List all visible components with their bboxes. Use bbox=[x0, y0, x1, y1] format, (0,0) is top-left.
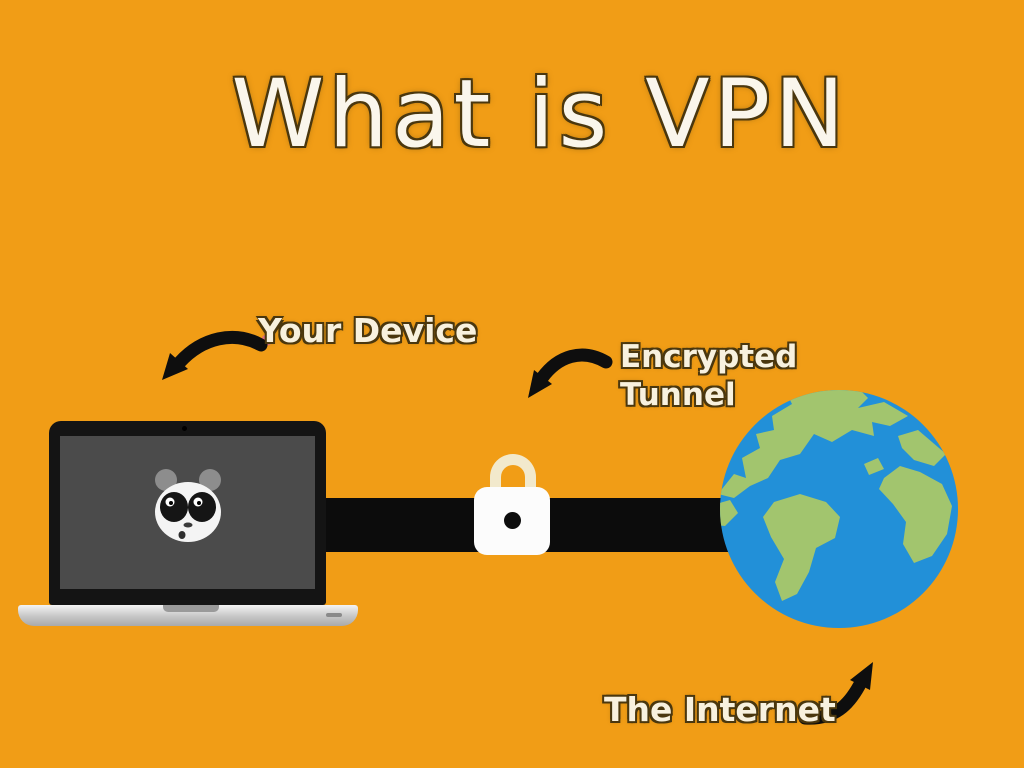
curved-arrow-down-left-icon bbox=[528, 348, 613, 398]
label-encrypted-tunnel-line2: Tunnel bbox=[620, 377, 736, 413]
land-left-edge bbox=[720, 500, 738, 526]
curved-arrow-down-left-icon bbox=[162, 331, 273, 380]
continent-south-america bbox=[763, 494, 840, 601]
laptop-screen bbox=[60, 436, 315, 589]
laptop-base bbox=[18, 605, 358, 626]
page-title: What is VPN bbox=[231, 60, 849, 169]
laptop-icon bbox=[49, 421, 326, 605]
label-encrypted-tunnel: Encrypted Tunnel bbox=[620, 338, 797, 414]
curved-arrow-up-right-icon bbox=[798, 662, 873, 725]
trackpad-notch bbox=[163, 605, 219, 612]
laptop-port-detail bbox=[326, 613, 342, 617]
padlock-shackle bbox=[490, 454, 536, 492]
continent-europe bbox=[898, 430, 946, 466]
padlock-keyhole bbox=[504, 512, 521, 529]
panda-logo-icon bbox=[155, 469, 221, 542]
earth-globe-icon bbox=[720, 390, 958, 628]
label-the-internet: The Internet bbox=[604, 690, 836, 729]
continent-africa bbox=[879, 466, 952, 563]
continent-north-america bbox=[720, 390, 908, 498]
land-iberia bbox=[864, 458, 884, 475]
label-your-device: Your Device bbox=[258, 311, 478, 350]
label-encrypted-tunnel-line1: Encrypted bbox=[620, 339, 798, 375]
webcam-dot-icon bbox=[182, 426, 187, 431]
